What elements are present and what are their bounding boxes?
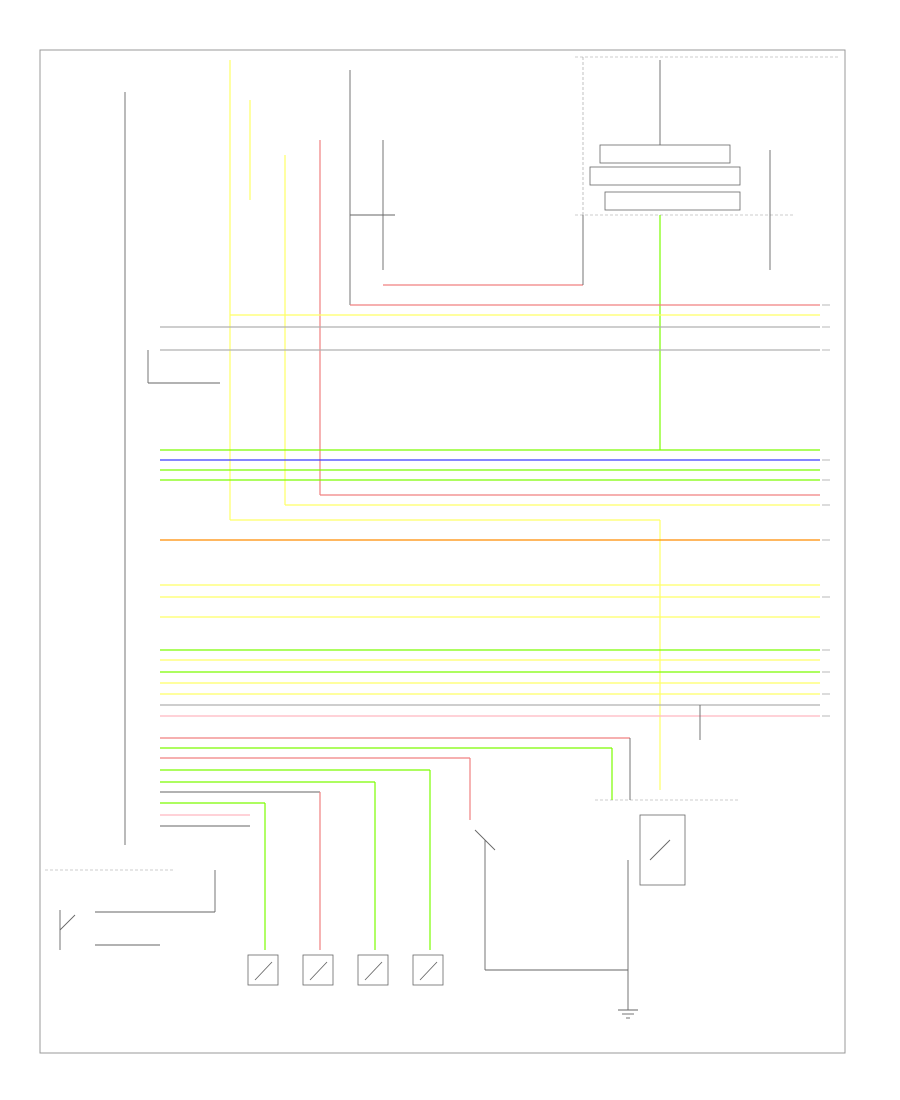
ignition-switch — [59, 910, 76, 950]
right-door-switch — [474, 814, 686, 886]
right-pin-ticks — [822, 304, 830, 717]
relay-box-2 — [589, 166, 741, 186]
relay-box-3 — [604, 191, 741, 211]
top-wires — [229, 60, 771, 790]
harness-wires — [147, 304, 820, 740]
relay-box-1 — [599, 144, 731, 164]
door-switches — [247, 954, 444, 986]
ground-symbol — [618, 1009, 638, 1019]
lower-wires — [95, 737, 631, 1010]
diagram-frame — [39, 49, 846, 1054]
